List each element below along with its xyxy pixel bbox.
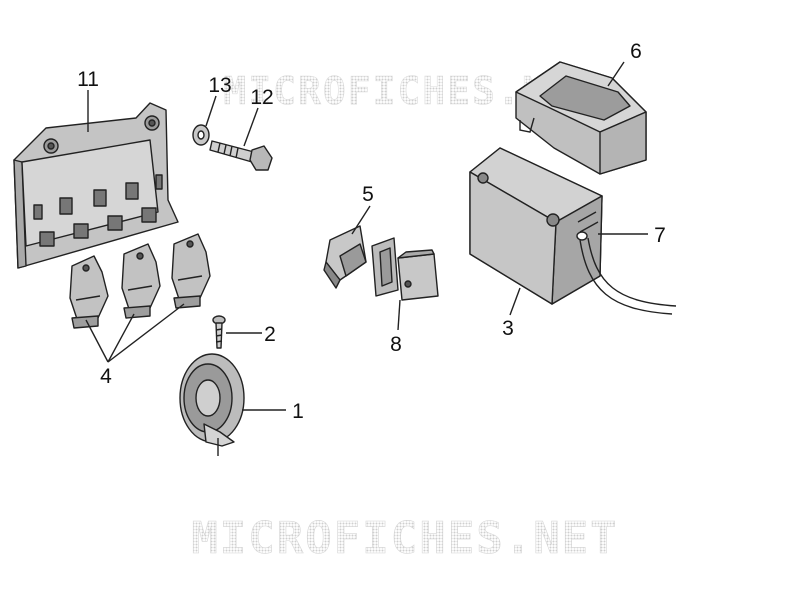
watermark-bottom: MICROFICHES.NET	[191, 513, 618, 564]
leader-lines	[85, 61, 648, 411]
callout-3: 3	[502, 317, 514, 340]
relay-part-5	[323, 225, 367, 289]
callout-13: 13	[208, 74, 231, 97]
horn-part	[179, 353, 245, 456]
breather-hose-part	[576, 231, 677, 315]
callout-1: 1	[292, 400, 304, 423]
battery-cover-part	[515, 61, 647, 175]
callout-8: 8	[390, 333, 402, 356]
bolt-part	[209, 140, 273, 171]
screw-part	[212, 315, 226, 349]
relay-part-3	[171, 233, 211, 309]
callout-4: 4	[100, 365, 112, 388]
relay-holder-part	[371, 237, 439, 301]
callout-6: 6	[630, 40, 642, 63]
callout-5: 5	[362, 183, 374, 206]
callout-11: 11	[77, 68, 99, 91]
callout-12: 12	[250, 86, 273, 109]
callout-2: 2	[264, 323, 276, 346]
callout-7: 7	[654, 224, 666, 247]
battery-part	[469, 147, 603, 305]
washer-part	[192, 124, 210, 146]
relay-part-2	[121, 243, 161, 319]
relay-part-1	[69, 255, 109, 329]
relay-bracket-part	[13, 102, 179, 269]
